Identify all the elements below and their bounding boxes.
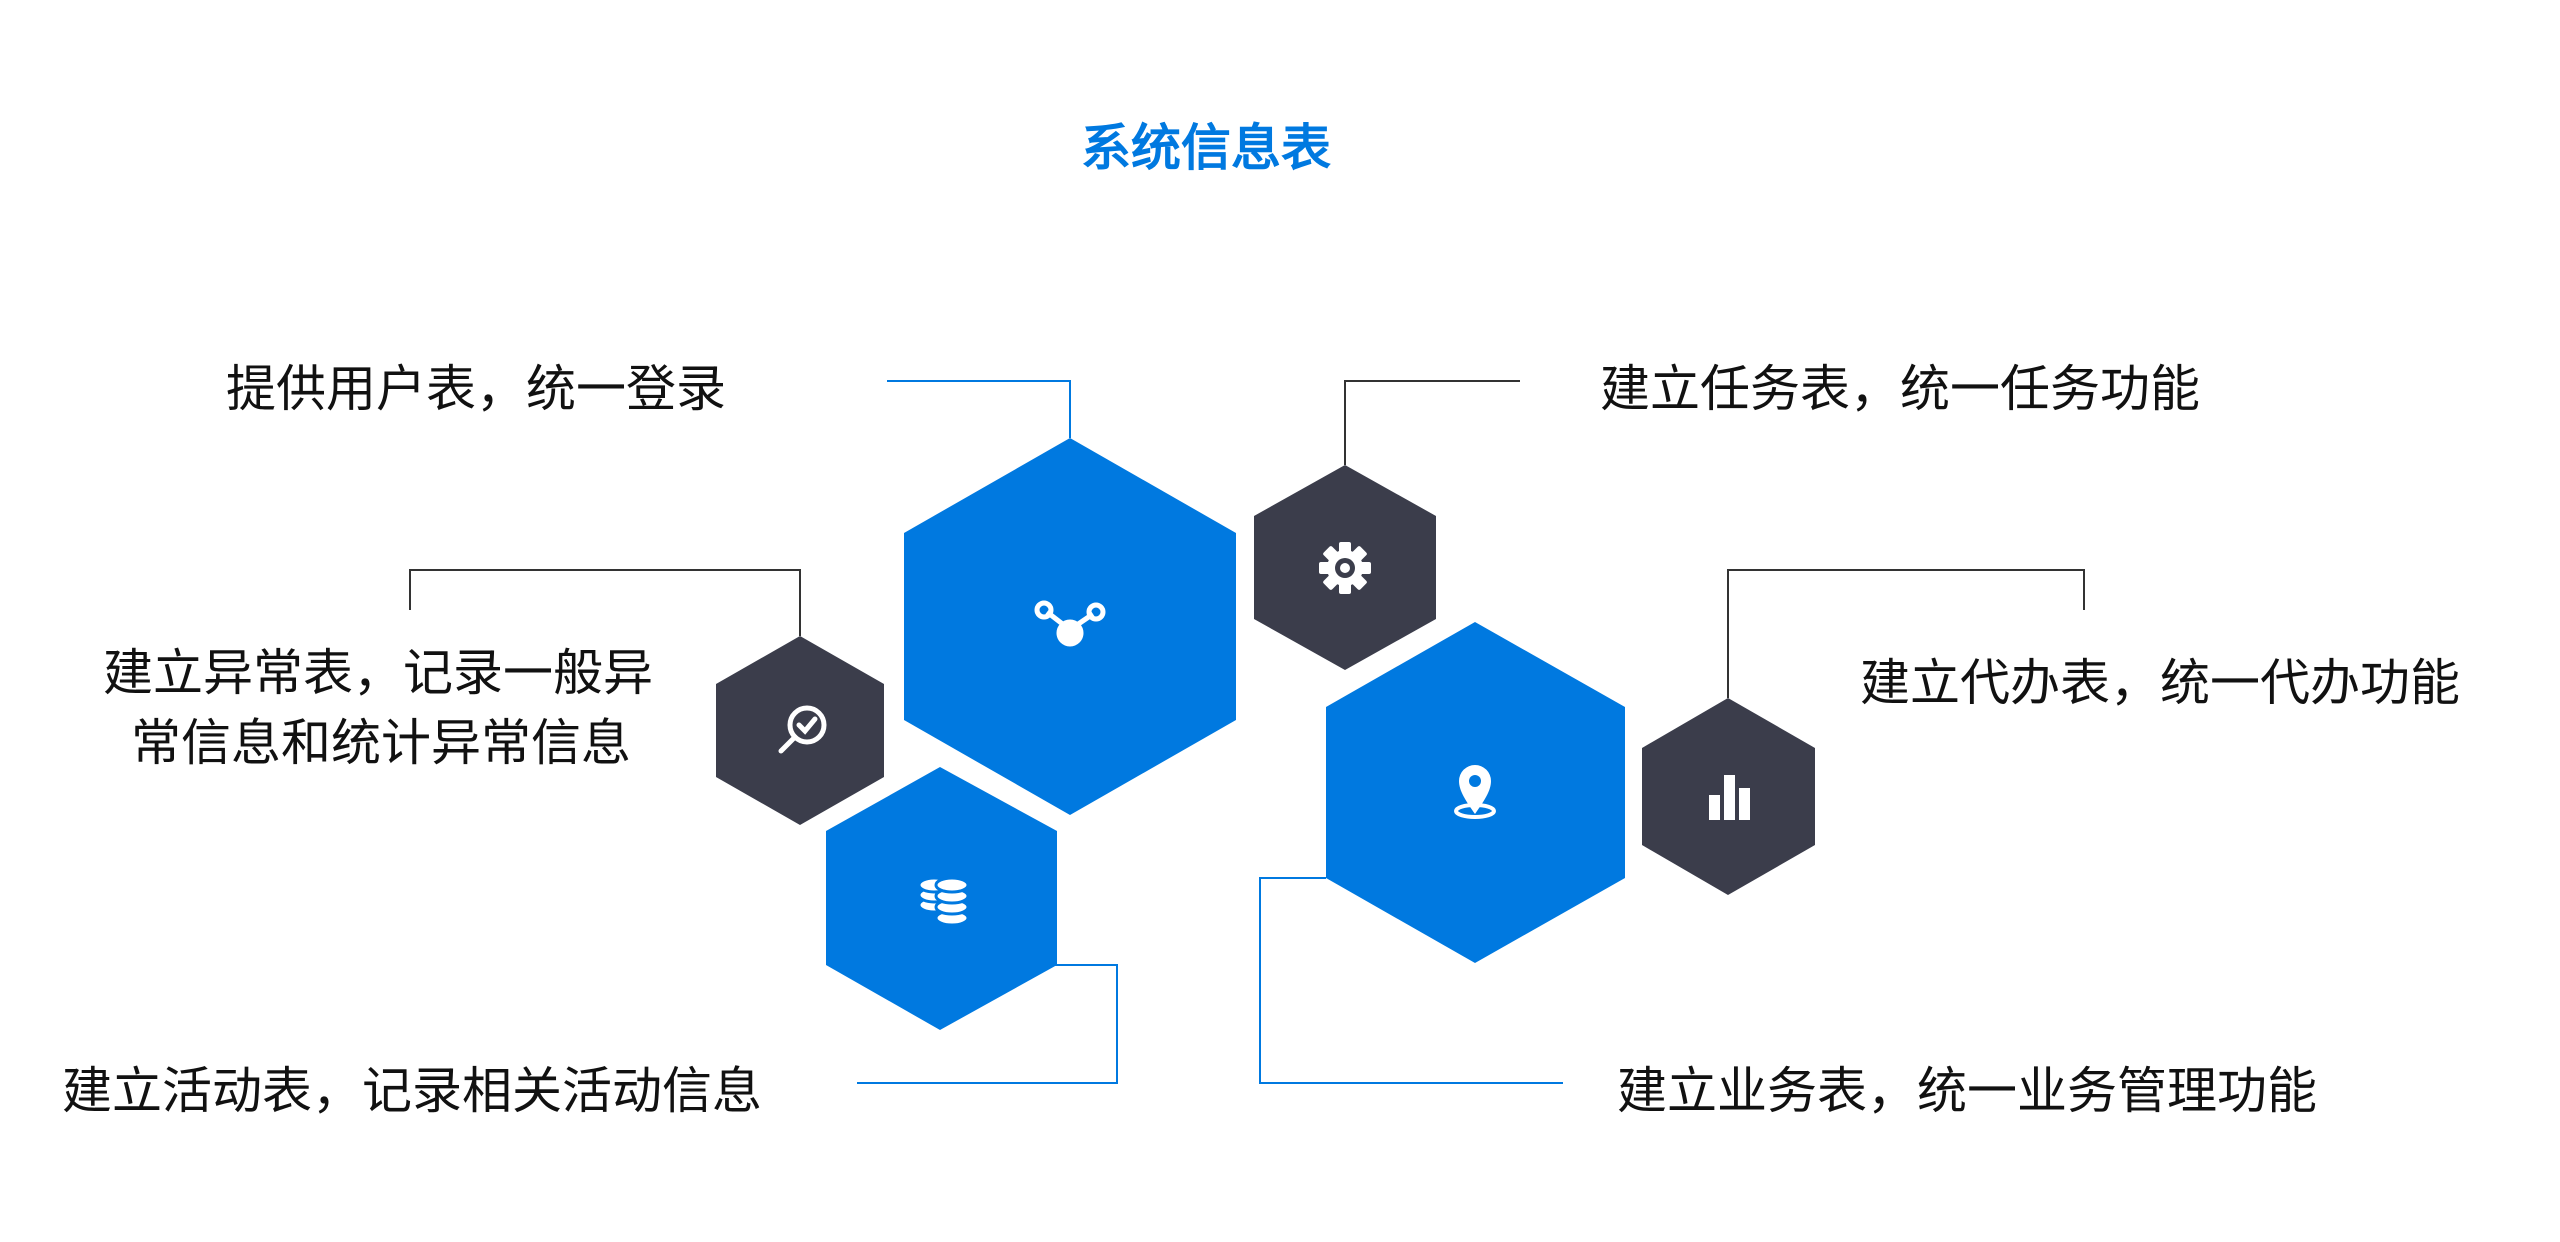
- location-pin-icon: [1454, 765, 1496, 819]
- label-task-table: 建立任务表，统一任务功能: [1600, 360, 2200, 418]
- label-business-table: 建立业务表，统一业务管理功能: [1617, 1062, 2317, 1120]
- bar-chart-icon: [1709, 775, 1750, 820]
- gear-icon: [1319, 542, 1371, 594]
- magnifier-check-icon: [778, 705, 827, 754]
- connector-activity: [857, 964, 1118, 1084]
- connector-task: [1344, 380, 1520, 465]
- diagram-title: 系统信息表: [1081, 119, 1331, 177]
- connector-exception: [409, 569, 801, 636]
- connector-business: [1259, 877, 1563, 1084]
- label-activity-table: 建立活动表，记录相关活动信息: [62, 1062, 762, 1120]
- connector-agent: [1727, 569, 2085, 698]
- label-agent-table: 建立代办表，统一代办功能: [1860, 654, 2460, 712]
- share-nodes-icon: [1034, 600, 1106, 647]
- hexagon-exception: [716, 636, 884, 825]
- label-user-table: 提供用户表，统一登录: [226, 360, 726, 418]
- coins-stack-icon: [917, 876, 970, 927]
- label-exception-table-line2: 常信息和统计异常信息: [131, 714, 631, 772]
- connector-user: [887, 380, 1071, 438]
- label-exception-table-line1: 建立异常表，记录一般异: [103, 644, 653, 702]
